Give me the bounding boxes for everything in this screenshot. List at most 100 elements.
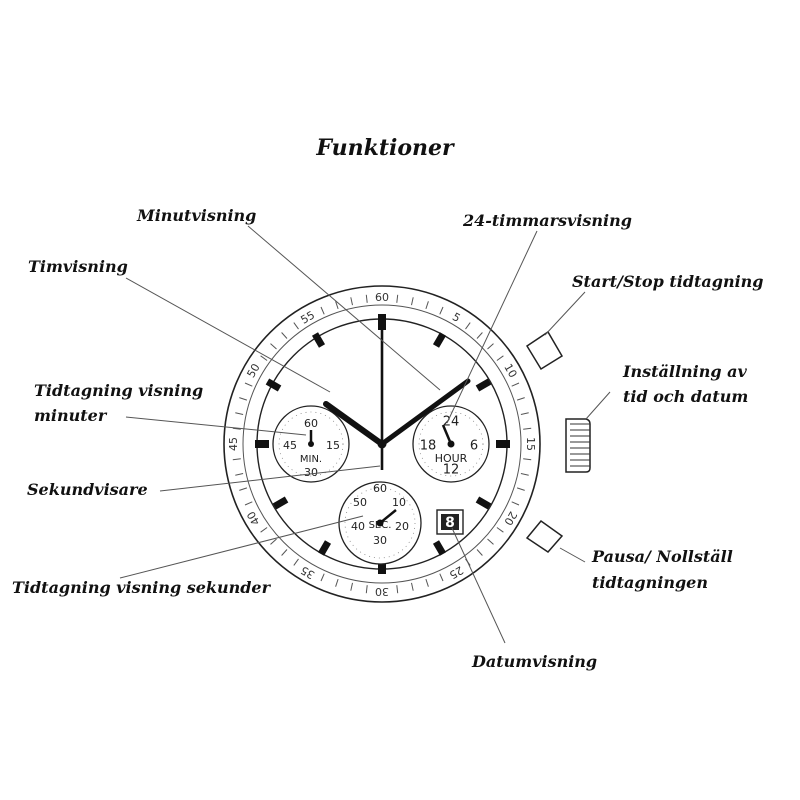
bezel-tick bbox=[476, 332, 483, 339]
hour-marker-4 bbox=[475, 496, 492, 510]
bezel-tick bbox=[335, 301, 339, 310]
bezel-number-40: 40 bbox=[244, 509, 262, 528]
hour-marker-5 bbox=[432, 540, 447, 556]
subdial-sec-50: 50 bbox=[353, 496, 367, 509]
reset-pusher bbox=[525, 519, 564, 553]
subdial-seconds: 60 10 20 30 40 50 SEC. bbox=[338, 481, 422, 565]
center-pin bbox=[377, 439, 387, 449]
subdial-hour-24: 24 bbox=[443, 415, 460, 430]
bezel-tick bbox=[439, 306, 444, 315]
bezel-tick bbox=[476, 549, 483, 556]
bezel-tick bbox=[281, 332, 288, 339]
leader-startstop bbox=[544, 291, 586, 336]
bezel-tick bbox=[520, 412, 529, 415]
bezel-tick bbox=[320, 306, 325, 315]
subdial-sec-40: 40 bbox=[351, 520, 365, 533]
bezel-tick bbox=[365, 294, 368, 303]
bezel-number-45: 45 bbox=[227, 437, 240, 451]
hour-hand bbox=[323, 401, 385, 447]
hour-marker-3 bbox=[496, 440, 510, 448]
bezel-number-10: 10 bbox=[501, 361, 519, 380]
bezel-tick bbox=[465, 322, 471, 330]
main-hands bbox=[323, 330, 471, 470]
hour-marker-8 bbox=[272, 496, 289, 510]
bezel-tick bbox=[487, 538, 494, 545]
start-stop-pusher bbox=[525, 330, 564, 371]
hour-marker-6 bbox=[378, 558, 386, 574]
bezel-tick bbox=[244, 382, 253, 387]
hour-marker-2 bbox=[475, 378, 492, 392]
bezel-tick bbox=[260, 527, 268, 533]
subdial-24h: 24 6 12 18 HOUR bbox=[412, 405, 490, 483]
bezel-tick bbox=[239, 397, 248, 401]
bezel-tick bbox=[516, 397, 525, 401]
hour-marker-9 bbox=[255, 440, 269, 448]
label-pausa-line1: Pausa/ Nollställ bbox=[591, 547, 733, 566]
leader-lines bbox=[119, 225, 611, 644]
label-tidtagning-sek: Tidtagning visning sekunder bbox=[12, 578, 272, 597]
subdial-hour-6: 6 bbox=[470, 439, 478, 454]
bezel-tick bbox=[425, 301, 429, 310]
hour-marker-10 bbox=[265, 378, 282, 392]
hour-marker-1 bbox=[432, 332, 447, 348]
leader-24h bbox=[446, 230, 538, 424]
subdial-min-label: MIN. bbox=[300, 454, 322, 465]
bezel-tick bbox=[523, 458, 532, 461]
bezel-tick bbox=[523, 427, 532, 430]
subdial-hour-18: 18 bbox=[420, 439, 437, 454]
hour-marker-7 bbox=[317, 540, 332, 556]
leader-datumvisning bbox=[451, 527, 506, 644]
subdial-min-15: 15 bbox=[326, 439, 340, 452]
bezel-inner-ring bbox=[242, 304, 522, 584]
leader-sekundvisare bbox=[159, 465, 381, 492]
subdial-min-45: 45 bbox=[283, 439, 297, 452]
bezel-ticks bbox=[232, 294, 532, 594]
bezel-tick bbox=[396, 585, 399, 594]
label-24-timmarsvisning: 24-timmarsvisning bbox=[462, 211, 632, 230]
label-datumvisning: Datumvisning bbox=[471, 652, 597, 671]
subdial-sec-30: 30 bbox=[373, 534, 387, 547]
bezel-tick bbox=[520, 473, 529, 476]
bezel-tick bbox=[365, 585, 368, 594]
bezel-tick bbox=[350, 582, 353, 591]
bezel-tick bbox=[516, 487, 525, 491]
label-installning-line1: Inställning av bbox=[622, 362, 748, 381]
label-tidtagning-min-line1: Tidtagning visning bbox=[34, 381, 203, 400]
bezel-tick bbox=[411, 582, 414, 591]
subdial-hour-12: 12 bbox=[443, 463, 460, 478]
bezel-number-50: 50 bbox=[244, 361, 262, 380]
bezel-tick bbox=[511, 382, 520, 387]
diagram-title: Funktioner bbox=[315, 135, 455, 161]
label-pausa-line2: tidtagningen bbox=[592, 573, 708, 592]
date-window: 8 bbox=[436, 509, 464, 535]
bezel-number-60: 60 bbox=[375, 291, 389, 304]
subdial-hour-label: HOUR bbox=[435, 452, 468, 465]
leader-pausa bbox=[559, 547, 586, 563]
bezel-tick bbox=[270, 538, 277, 545]
bezel-number-35: 35 bbox=[298, 563, 317, 581]
subdial-min-60: 60 bbox=[304, 417, 318, 430]
bezel-tick bbox=[335, 578, 339, 587]
date-value: 8 bbox=[445, 515, 455, 531]
bezel-tick bbox=[511, 501, 520, 506]
leader-tidtagning-min bbox=[125, 416, 307, 436]
bezel-tick bbox=[281, 549, 288, 556]
bezel-tick bbox=[270, 343, 277, 350]
bezel-tick bbox=[232, 458, 241, 461]
bezel-tick bbox=[232, 427, 241, 430]
crown bbox=[565, 418, 591, 473]
label-minutvisning: Minutvisning bbox=[136, 206, 256, 225]
subdial-sec-60: 60 bbox=[373, 482, 387, 495]
hour-marker-12 bbox=[378, 314, 386, 330]
bezel-number-15: 15 bbox=[524, 437, 537, 451]
bezel-tick bbox=[293, 322, 299, 330]
leader-installning bbox=[585, 391, 611, 420]
label-start-stop: Start/Stop tidtagning bbox=[572, 272, 763, 291]
subdial-min-30: 30 bbox=[304, 466, 318, 479]
subdial-sec-20: 20 bbox=[395, 520, 409, 533]
bezel-tick bbox=[411, 297, 414, 306]
bezel-tick bbox=[244, 501, 253, 506]
bezel-tick bbox=[425, 578, 429, 587]
bezel-number-30: 30 bbox=[375, 585, 389, 598]
leader-tidtagning-sek bbox=[119, 515, 364, 579]
